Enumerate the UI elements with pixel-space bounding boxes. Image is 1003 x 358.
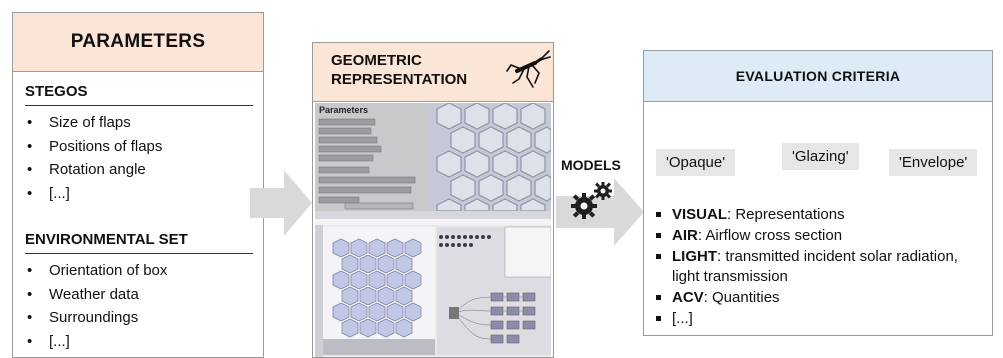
grasshopper-icon [506,50,551,88]
list-item: •Orientation of box [27,262,168,280]
list-item: •Size of flaps [27,114,131,132]
tag-opaque: 'Opaque' [656,149,736,176]
list-item: •Positions of flaps [27,137,163,155]
stegos-list: •Size of flaps •Positions of flaps •Rota… [27,111,162,205]
geometric-header: GEOMETRIC REPRESENTATION [313,43,553,102]
parameters-title: PARAMETERS [70,31,206,52]
list-item: AIR: Airflow cross section [656,226,986,246]
list-item: •[...] [27,184,70,202]
stegos-section-title: STEGOS [25,83,88,100]
geometric-representation-panel: GEOMETRIC REPRESENTATION Parameters [312,42,554,358]
evaluation-header: EVALUATION CRITERIA [644,51,992,102]
list-item: VISUAL: Representations [656,205,986,225]
parameters-panel: PARAMETERS STEGOS •Size of flaps •Positi… [12,12,264,358]
models-label: MODELS [561,157,621,173]
list-item: LIGHT: transmitted incident solar radiat… [656,247,986,287]
criteria-list: VISUAL: Representations AIR: Airflow cro… [656,205,986,330]
list-item: [...] [656,309,986,329]
parameters-panel-title: Parameters [319,105,368,115]
evaluation-criteria-panel: EVALUATION CRITERIA 'Opaque' 'Glazing' '… [643,50,993,336]
tag-envelope: 'Envelope' [889,149,978,176]
grasshopper-screenshot: Parameters [315,103,551,357]
flow-arrow [556,178,644,246]
parameters-header: PARAMETERS [13,13,263,72]
geometric-title: GEOMETRIC REPRESENTATION [331,52,468,88]
gears-icon [571,182,612,219]
section-divider [25,105,253,106]
list-item: •Surroundings [27,309,139,327]
environmental-list: •Orientation of box •Weather data •Surro… [27,259,167,353]
tag-glazing: 'Glazing' [782,143,859,170]
flow-arrow [250,170,312,236]
list-item: •Weather data [27,285,139,303]
section-divider [25,253,253,254]
environmental-section-title: ENVIRONMENTAL SET [25,231,188,248]
list-item: •[...] [27,332,70,350]
list-item: ACV: Quantities [656,288,986,308]
evaluation-title: EVALUATION CRITERIA [735,68,901,84]
list-item: •Rotation angle [27,161,146,179]
